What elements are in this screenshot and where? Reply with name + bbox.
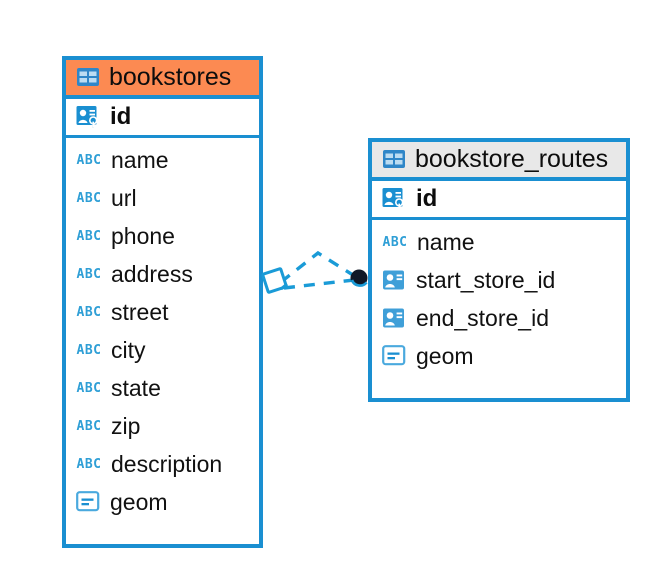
field-label: description [111, 451, 223, 478]
abc-text-icon: ABC [76, 190, 102, 206]
field-label: name [111, 147, 169, 174]
abc-text-icon: ABC [76, 228, 102, 244]
foreign-key-icon [382, 269, 407, 291]
entity-title: bookstores [109, 63, 232, 91]
entity-header-bookstores[interactable]: bookstores [66, 60, 259, 100]
primary-key-label: id [416, 185, 438, 213]
abc-text-icon: ABC [76, 418, 102, 434]
geometry-icon [76, 491, 101, 513]
field-row[interactable]: ABC address [66, 255, 259, 293]
field-row[interactable]: start_store_id [372, 261, 626, 299]
field-label: geom [110, 489, 168, 516]
field-label: name [417, 229, 475, 256]
entity-table-bookstore-routes[interactable]: bookstore_routes id ABC name [368, 138, 630, 402]
field-list: ABC name ABC url ABC phone ABC address A… [66, 138, 259, 527]
field-label: street [111, 299, 169, 326]
primary-key-icon [382, 187, 407, 211]
abc-text-icon: ABC [76, 342, 102, 358]
entity-header-bookstore-routes[interactable]: bookstore_routes [372, 142, 626, 182]
field-label: address [111, 261, 193, 288]
field-list: ABC name start_store_id [372, 220, 626, 381]
table-icon [76, 67, 100, 87]
abc-text-icon: ABC [382, 234, 408, 250]
field-row[interactable]: geom [372, 337, 626, 375]
field-label: state [111, 375, 161, 402]
relationship-endpoint-diamond[interactable] [261, 267, 288, 294]
field-row[interactable]: ABC description [66, 445, 259, 483]
table-icon [382, 149, 406, 169]
abc-text-icon: ABC [76, 266, 102, 282]
abc-text-icon: ABC [76, 304, 102, 320]
field-row[interactable]: end_store_id [372, 299, 626, 337]
field-label: geom [416, 343, 474, 370]
field-row[interactable]: ABC phone [66, 217, 259, 255]
geometry-icon [382, 345, 407, 367]
relationship-endpoint-circle[interactable] [350, 269, 368, 287]
primary-key-row[interactable]: id [372, 181, 626, 221]
entity-table-bookstores[interactable]: bookstores id [62, 56, 263, 548]
field-row[interactable]: ABC name [372, 223, 626, 261]
field-label: url [111, 185, 137, 212]
abc-text-icon: ABC [76, 380, 102, 396]
primary-key-row[interactable]: id [66, 99, 259, 139]
entity-title: bookstore_routes [415, 145, 609, 173]
relationship-line-lower[interactable] [283, 278, 355, 290]
abc-text-icon: ABC [76, 152, 102, 168]
field-label: start_store_id [416, 267, 556, 294]
primary-key-icon [76, 105, 101, 129]
field-row[interactable]: ABC street [66, 293, 259, 331]
abc-text-icon: ABC [76, 456, 102, 472]
field-row[interactable]: ABC url [66, 179, 259, 217]
field-label: city [111, 337, 146, 364]
field-row[interactable]: ABC city [66, 331, 259, 369]
field-row[interactable]: geom [66, 483, 259, 521]
field-row[interactable]: ABC name [66, 141, 259, 179]
primary-key-label: id [110, 103, 132, 131]
field-row[interactable]: ABC state [66, 369, 259, 407]
field-row[interactable]: ABC zip [66, 407, 259, 445]
relationship-line-upper[interactable] [279, 250, 357, 284]
foreign-key-icon [382, 307, 407, 329]
field-label: zip [111, 413, 141, 440]
field-label: phone [111, 223, 175, 250]
field-label: end_store_id [416, 305, 549, 332]
